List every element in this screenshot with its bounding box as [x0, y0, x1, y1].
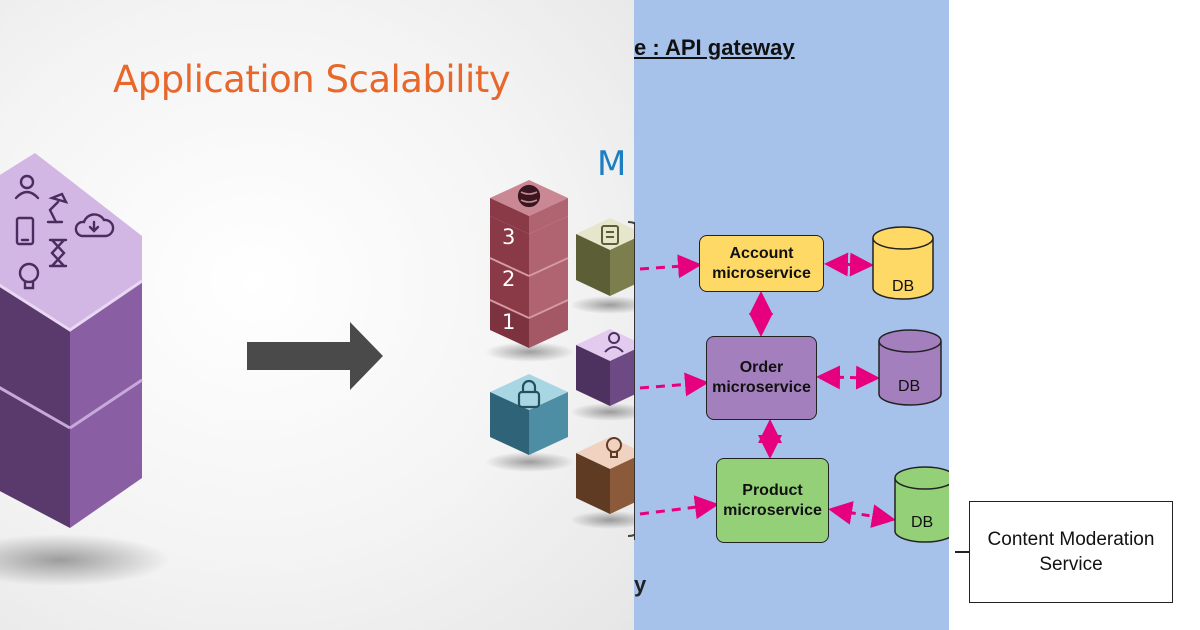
cube-purple — [576, 329, 634, 406]
person-icon — [14, 174, 40, 200]
stack-level-1: 1 — [502, 310, 515, 334]
person-icon — [604, 332, 624, 353]
lightbulb-icon — [18, 262, 40, 290]
order-db-arrow — [816, 365, 880, 390]
product-db-label: DB — [911, 514, 934, 531]
scalability-illustration: 3 2 1 — [0, 153, 634, 586]
globe-icon — [517, 184, 541, 208]
account-db-label: DB — [892, 278, 915, 295]
order-microservice-box: Order microservice — [706, 336, 817, 420]
stacked-cube-red: 3 2 1 — [489, 180, 569, 348]
product-db-cylinder — [894, 466, 949, 543]
account-microservice-box: Account microservice — [699, 235, 824, 292]
content-moderation-service-label: Content Moderation Service — [987, 529, 1155, 575]
cloud-download-icon — [74, 213, 115, 238]
gateway-to-order-arrow — [639, 372, 709, 397]
api-gateway-diagram: e : API gateway Account microservice Ord… — [634, 0, 949, 630]
order-db-label: DB — [898, 378, 921, 395]
desk-lamp-icon — [46, 192, 69, 224]
gateway-to-account-arrow — [639, 254, 702, 279]
padlock-icon — [517, 379, 541, 409]
content-moderation-service-box: Content Moderation Service — [969, 501, 1173, 603]
hourglass-icon — [48, 238, 68, 268]
product-microservice-box: Product microservice — [716, 458, 829, 543]
diagram-title: e : API gateway — [634, 35, 795, 60]
monolith-block — [0, 153, 170, 586]
account-microservice-label: Account microservice — [712, 244, 811, 282]
diagram-canvas — [634, 222, 949, 543]
document-icon — [601, 225, 619, 245]
microservice-cubes: 3 2 1 — [485, 180, 634, 537]
slide-title: Application Scalability — [113, 58, 511, 101]
clipped-text-fragment: y — [634, 572, 647, 597]
account-db-cylinder — [872, 226, 934, 300]
cube-teal — [490, 374, 568, 455]
transformation-arrow — [247, 322, 383, 390]
account-db-arrow — [824, 252, 874, 277]
order-db-cylinder — [878, 329, 942, 406]
cube-brown — [576, 437, 634, 514]
scalability-slide: 3 2 1 — [0, 0, 634, 630]
stack-level-2: 2 — [502, 267, 515, 291]
moderation-panel: Content Moderation Service — [949, 0, 1200, 630]
smartphone-icon — [15, 216, 35, 246]
product-microservice-label: Product microservice — [723, 481, 822, 519]
stack-level-3: 3 — [502, 225, 515, 249]
cube-olive — [576, 218, 634, 296]
order-microservice-label: Order microservice — [712, 359, 811, 396]
gateway-to-product-arrow — [639, 495, 719, 520]
product-db-arrow — [828, 501, 896, 528]
connector-line — [955, 551, 969, 553]
lightbulb-icon — [606, 437, 622, 458]
partial-heading: M — [597, 144, 627, 184]
